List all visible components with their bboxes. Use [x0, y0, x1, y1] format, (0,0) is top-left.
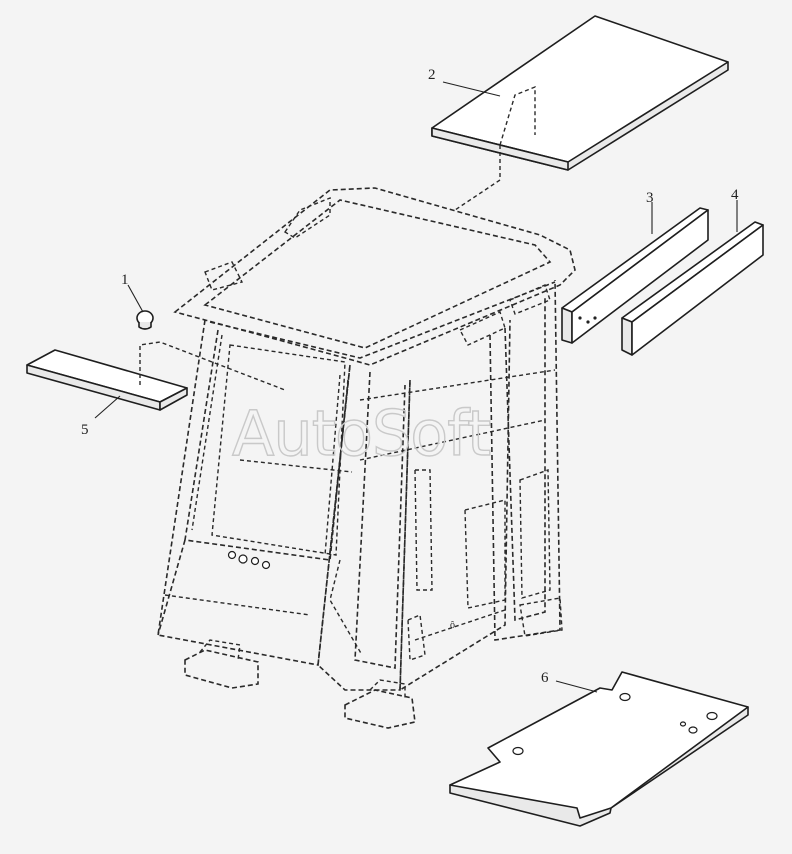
- callout-2: 2: [428, 67, 436, 83]
- part-6-floor-panel: [449, 671, 749, 827]
- callout-5: 5: [81, 422, 89, 438]
- cab-roof: [173, 187, 576, 366]
- watermark: AutoSoft: [232, 397, 490, 470]
- part-5-strip: [26, 341, 286, 411]
- part-3-side-strip: [561, 207, 709, 344]
- part-2-roof-panel: [431, 15, 729, 211]
- cab-front-pillar: [157, 319, 351, 666]
- part-1-cap: [136, 310, 154, 330]
- callout-6: 6: [541, 670, 549, 686]
- callout-1: 1: [121, 272, 129, 288]
- callout-4: 4: [731, 187, 739, 203]
- callouts: 1 2 3 4 5 6: [81, 67, 739, 686]
- cab-frame: ô: [157, 187, 576, 729]
- callout-3: 3: [646, 190, 654, 206]
- part-4-side-strip: [621, 221, 764, 356]
- leader-lines: [94, 81, 738, 693]
- svg-text:ô: ô: [450, 620, 455, 631]
